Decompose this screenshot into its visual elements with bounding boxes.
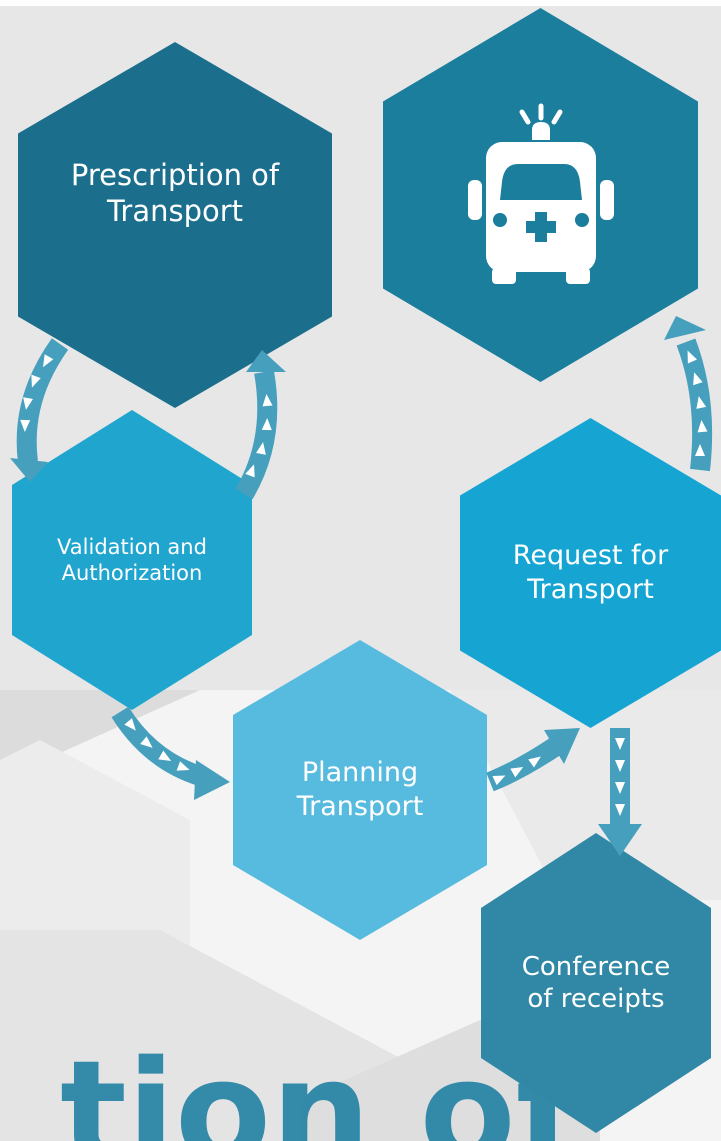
arrow-validation-to-planning: [111, 706, 230, 800]
step-label: Validation and Authorization: [57, 534, 207, 585]
ambulance-icon: [467, 103, 614, 284]
step-ambulance-hexagon: [383, 8, 698, 382]
step-prescription-of-transport: Prescription of Transport: [18, 42, 332, 408]
step-label: Prescription of Transport: [70, 157, 280, 228]
arrow-planning-to-request: [486, 728, 580, 792]
step-label: Planning Transport: [296, 757, 424, 822]
arrow-prescription-to-validation: [10, 338, 69, 482]
step-planning-transport: Planning Transport: [233, 640, 487, 940]
step-validation-and-authorization: Validation and Authorization: [12, 410, 252, 710]
step-label: Conference of receipts: [521, 951, 671, 1015]
step-label: Request for Transport: [512, 540, 669, 605]
arrow-request-to-ambulance: [664, 316, 713, 472]
arrow-validation-to-prescription: [235, 350, 286, 500]
arrow-request-to-conference: [598, 728, 642, 856]
